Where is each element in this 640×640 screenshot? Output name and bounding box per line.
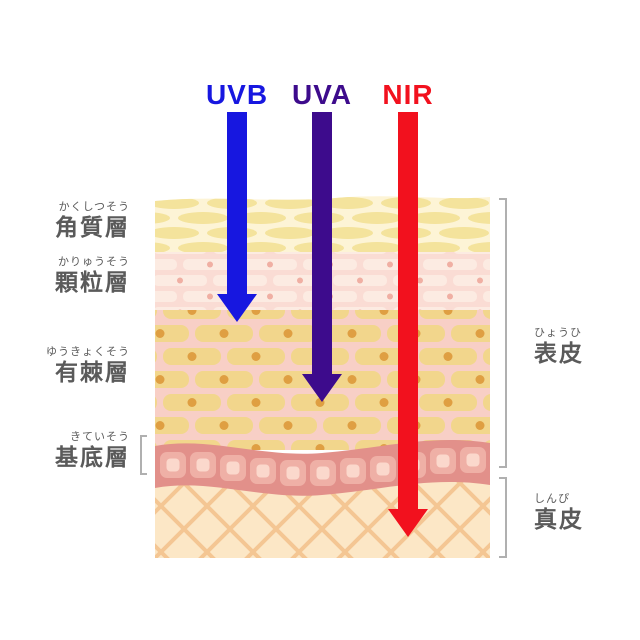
kanji-dermis: 真皮 [534, 506, 584, 532]
uva-arrow [302, 112, 342, 402]
layer-label-spinous: ゆうきょくそう 有棘層 [0, 345, 130, 385]
furigana-granular: かりゅうそう [58, 256, 130, 268]
region-label-dermis: しんぴ 真皮 [534, 492, 636, 532]
layer-label-granular: かりゅうそう 顆粒層 [0, 255, 130, 295]
uvb-label: UVB [206, 79, 268, 110]
layer-label-corneum: かくしつそう 角質層 [0, 200, 130, 240]
furigana-spinous: ゆうきょくそう [46, 346, 130, 358]
furigana-basal: きていそう [70, 431, 130, 443]
kanji-epidermis: 表皮 [534, 340, 584, 366]
kanji-basal: 基底層 [55, 444, 130, 470]
furigana-corneum: かくしつそう [58, 201, 130, 213]
uva-label: UVA [292, 79, 352, 110]
epidermis-bracket [499, 198, 507, 468]
kanji-spinous: 有棘層 [55, 359, 130, 385]
kanji-corneum: 角質層 [55, 214, 130, 240]
nir-arrow [388, 112, 428, 537]
nir-label: NIR [382, 79, 433, 110]
region-label-epidermis: ひょうひ 表皮 [534, 326, 636, 366]
kanji-granular: 顆粒層 [55, 269, 130, 295]
furigana-dermis: しんぴ [534, 493, 570, 505]
basal-layer-bracket [140, 435, 147, 475]
furigana-epidermis: ひょうひ [534, 327, 582, 339]
uvb-arrow [217, 112, 257, 322]
dermis-bracket [499, 477, 507, 558]
layer-label-basal: きていそう 基底層 [0, 430, 130, 470]
